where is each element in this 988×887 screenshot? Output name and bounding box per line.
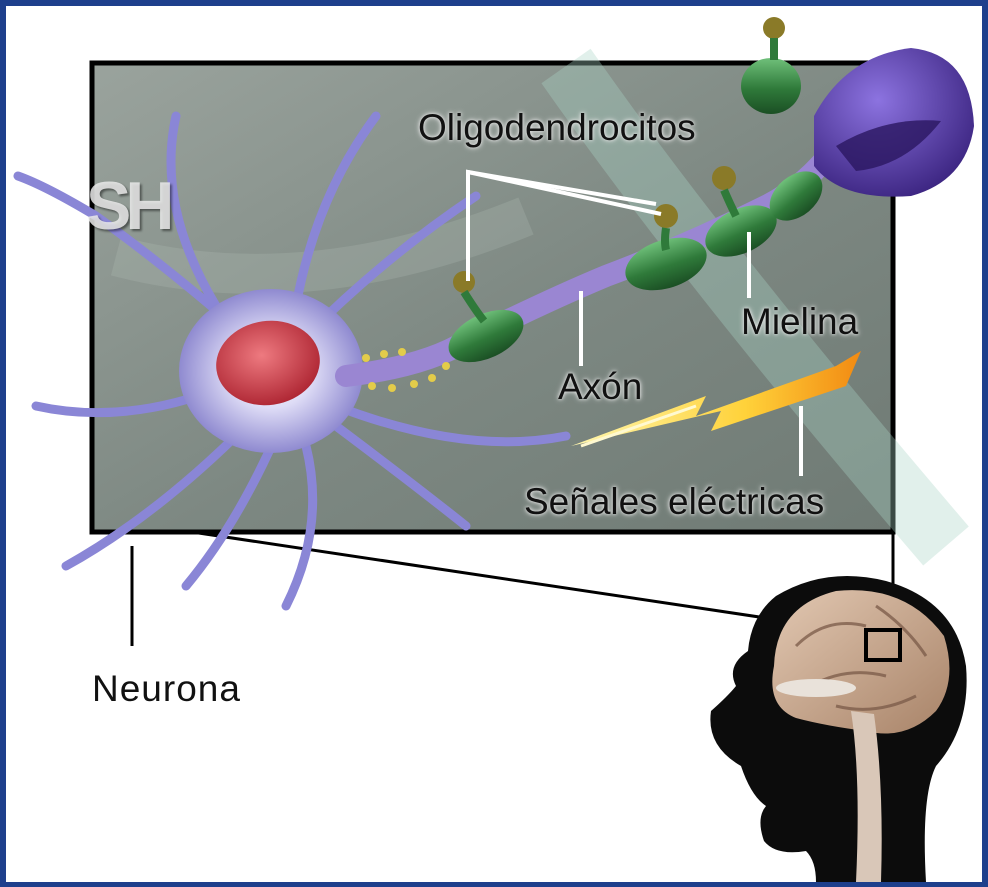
- label-electrical-signals: Señales eléctricas: [524, 483, 824, 520]
- label-neuron: Neurona: [92, 670, 241, 707]
- label-myelin: Mielina: [741, 303, 858, 340]
- watermark-logo: SH: [86, 167, 168, 245]
- brain-structure: [776, 679, 856, 697]
- label-axon: Axón: [558, 368, 642, 405]
- diagram-frame: SH Oligodendrocitos Mielina Axón Señales…: [6, 6, 982, 882]
- zoom-line-left: [192, 532, 786, 621]
- label-oligodendrocytes: Oligodendrocitos: [418, 109, 696, 146]
